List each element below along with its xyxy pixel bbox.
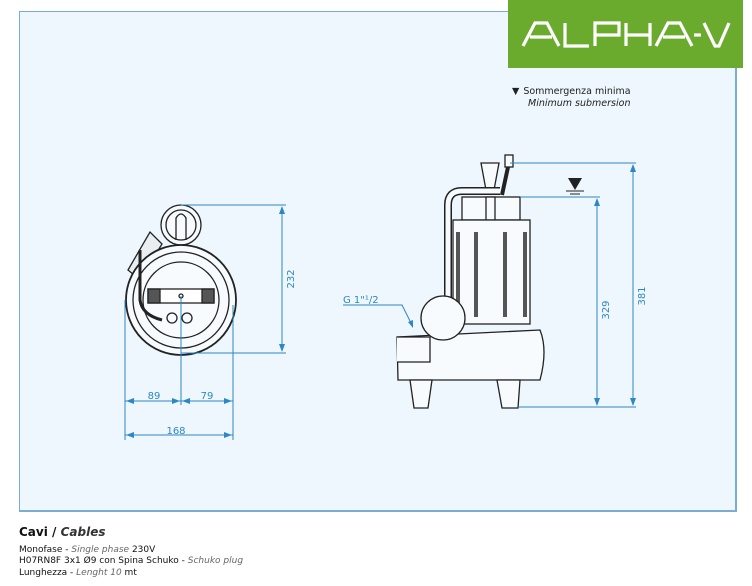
cable-row: H07RN8F 3x1 Ø9 con Spina Schuko - Schuko… [19,556,243,568]
outlet-thread-label: G 1"¹/2 [343,295,379,306]
cables-title-it: Cavi [19,525,48,539]
brand-logo [508,0,743,68]
side-view-pump [396,154,545,409]
cable-tail: mt [121,567,137,578]
cable-tail: 230V [129,544,156,555]
cables-title: Cavi / Cables [19,525,243,539]
cable-sep: - [67,567,77,578]
legend-it: Sommergenza minima [523,86,631,97]
dim-min-submersion: 329 [601,300,612,319]
cable-en: Single phase [71,544,130,555]
cable-it: H07RN8F 3x1 Ø9 con Spina Schuko [19,556,179,566]
legend: ▼Sommergenza minima Minimum submersion [512,86,631,110]
cable-row: Monofase - Single phase 230V [19,545,243,557]
alpha-v-logo [521,21,730,48]
dim-front-left: 89 [148,391,161,402]
water-level-icon [566,178,584,195]
cable-en: Schuko plug [187,556,244,566]
water-level-icon: ▼ [512,86,520,97]
dim-front-width: 168 [166,426,185,437]
cable-it: Lunghezza [19,567,68,578]
cable-sep: - [178,556,188,566]
legend-en: Minimum submersion [528,98,631,109]
cable-sep: - [62,544,72,555]
cables-title-en: Cables [60,525,106,539]
dim-front-right: 79 [201,391,214,402]
front-view-pump [125,204,237,356]
front-dimension-lines [124,204,286,440]
cables-section: Cavi / Cables Monofase - Single phase 23… [19,525,243,580]
dim-total-height: 381 [637,286,648,305]
side-dimension-lines [343,162,636,408]
cables-title-sep: / [47,525,61,539]
cable-row: Lunghezza - Lenght 10 mt [19,568,243,580]
cable-en: Lenght 10 [76,567,122,578]
dim-front-height: 232 [286,269,297,288]
cable-it: Monofase [19,544,63,555]
